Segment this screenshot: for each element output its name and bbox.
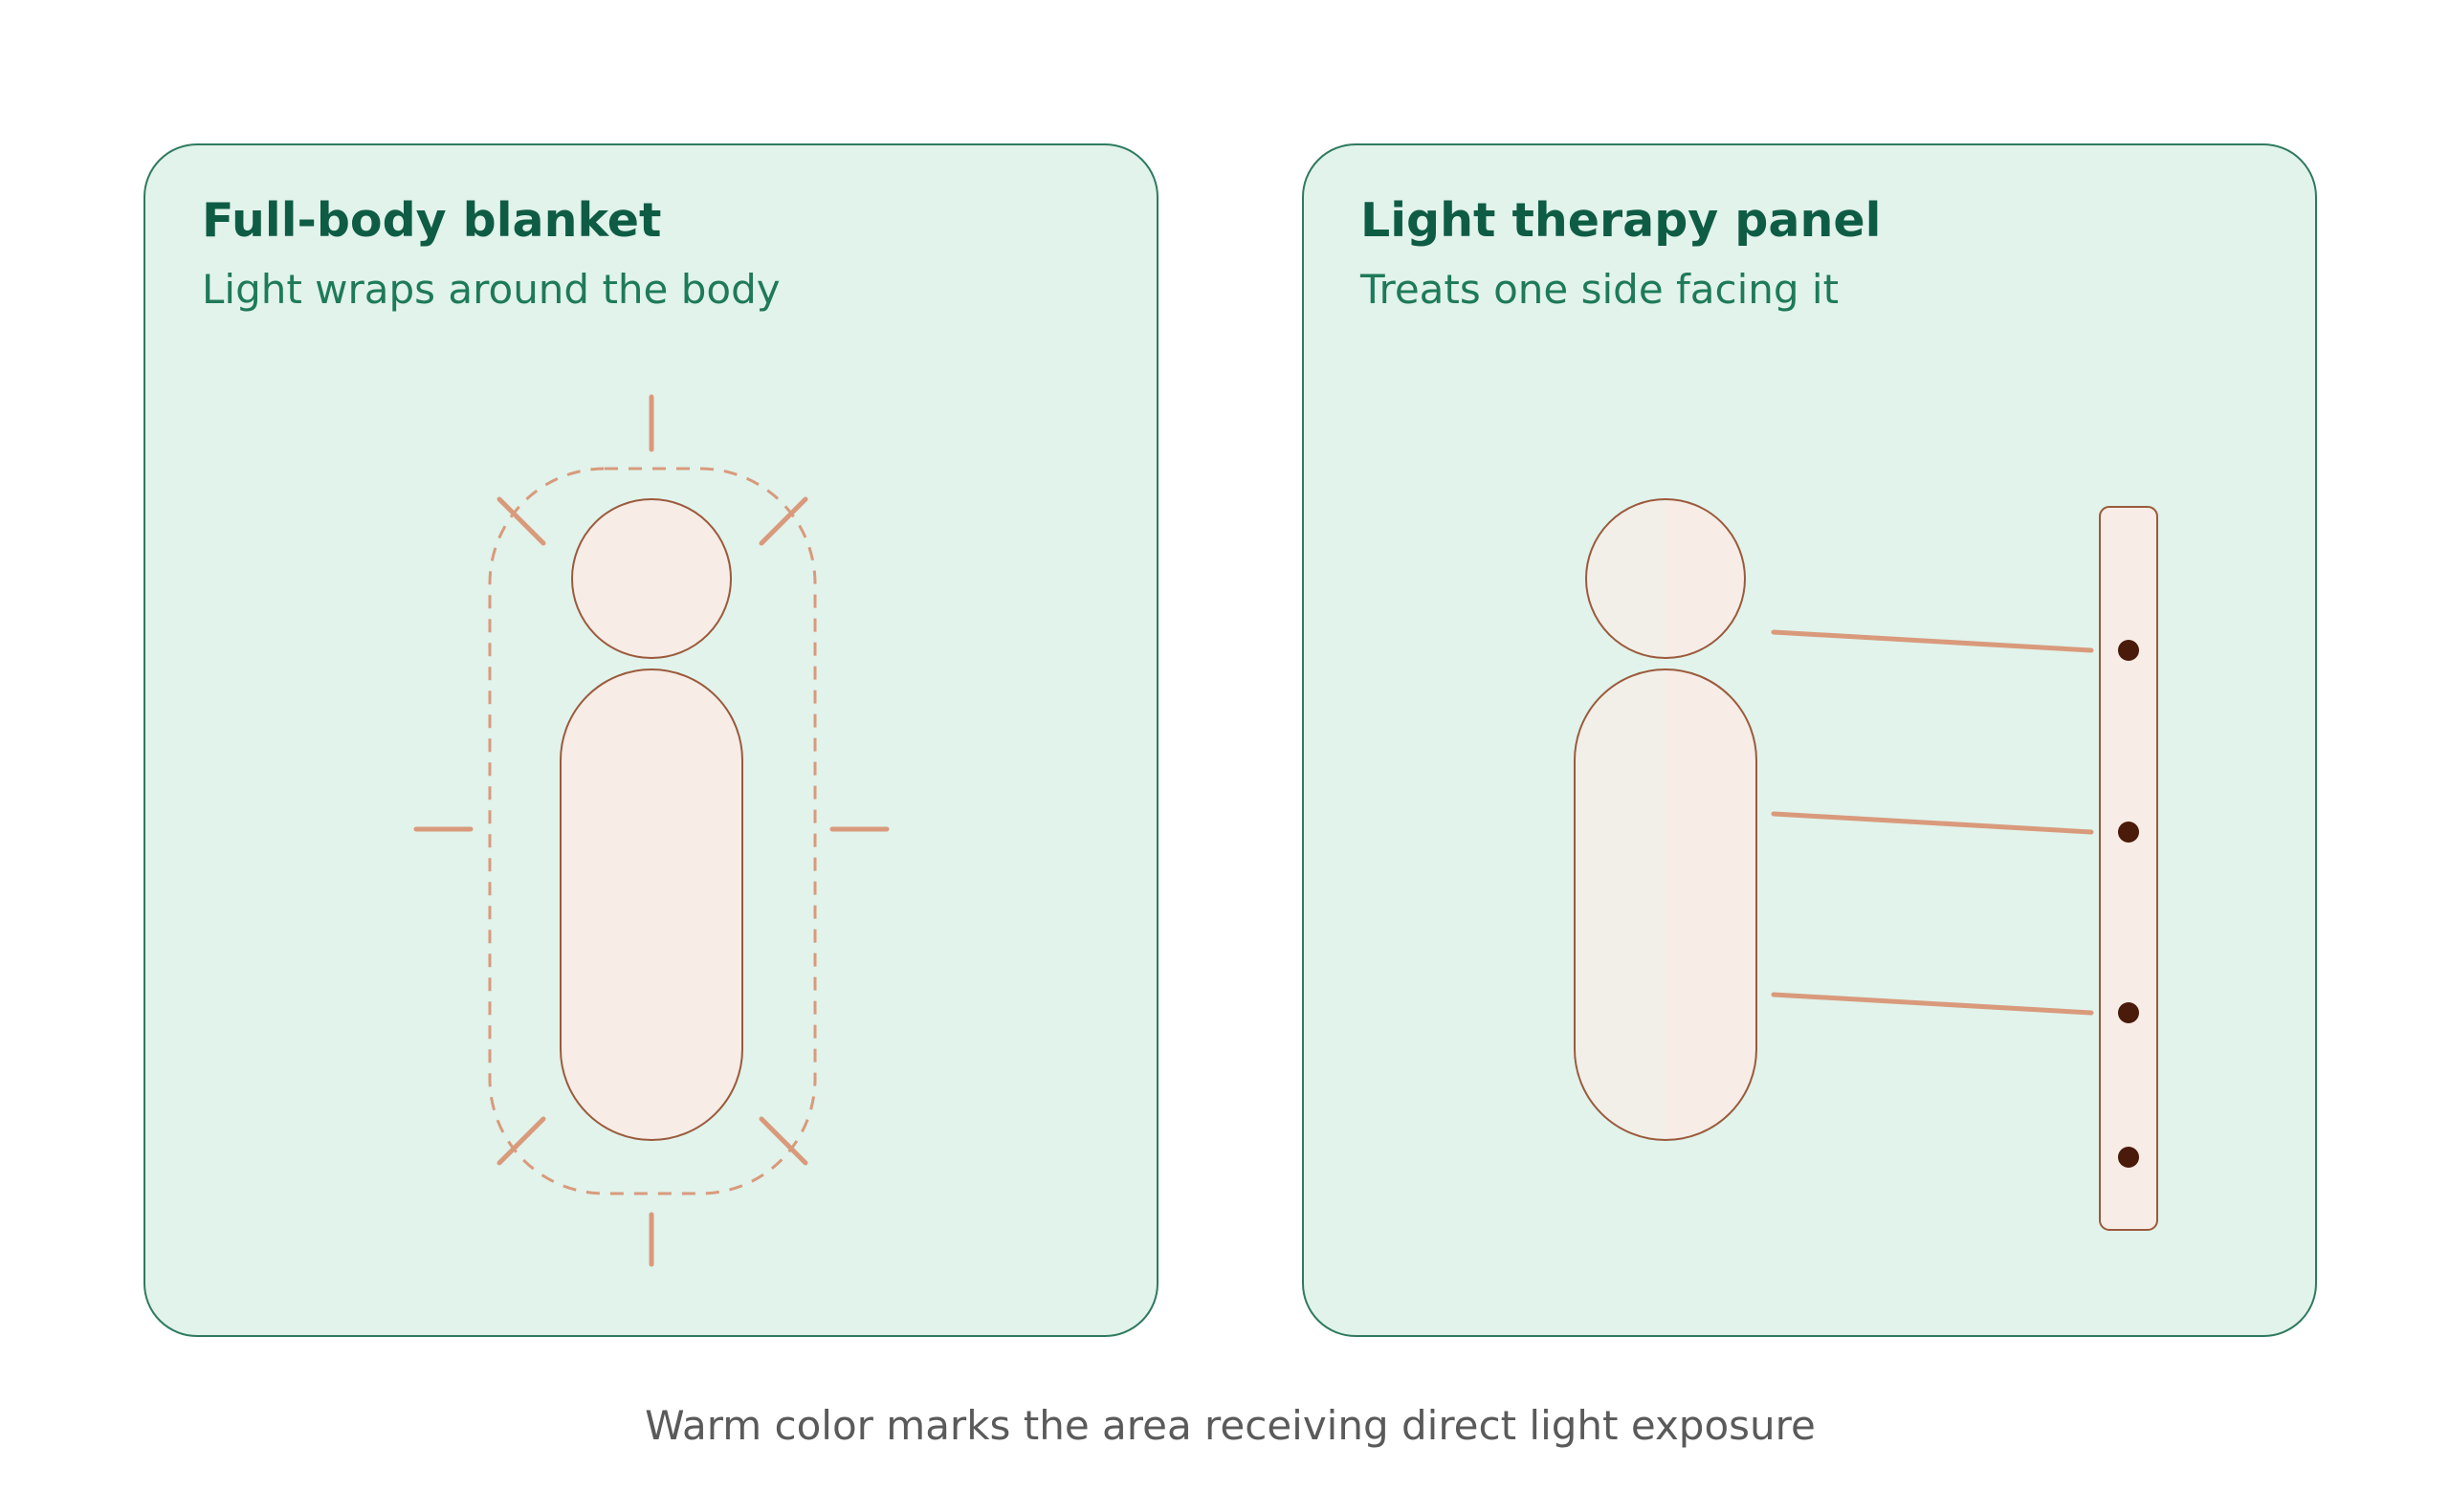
body-head [1585, 498, 1746, 659]
ray-upper [1771, 629, 2094, 653]
blanket-title: Full-body blanket [202, 193, 661, 248]
led-panel [2099, 506, 2158, 1231]
therapy-subtitle: Treats one side facing it [1359, 266, 1839, 313]
body-head [571, 498, 732, 659]
body-half-exposed [1574, 498, 1757, 1141]
blanket-subtitle: Light wraps around the body [202, 266, 781, 313]
tick-bottom-right [759, 1116, 808, 1166]
ray-middle [1771, 811, 2094, 835]
therapy-card [1302, 143, 2317, 1337]
light-rays [1771, 629, 2094, 1016]
diagram-caption: Warm color marks the area receiving dire… [645, 1402, 1816, 1449]
therapy-title: Light therapy panel [1360, 193, 1881, 248]
body-fully-exposed [560, 498, 743, 1141]
body-torso [560, 668, 743, 1141]
ray-lower [1771, 992, 2094, 1016]
panel-full-body-blanket: Full-body blanket Light wraps around the… [143, 143, 1158, 1337]
led-light-4 [2118, 1147, 2139, 1168]
tick-bottom-left [496, 1116, 546, 1166]
light-envelope-dashed [488, 467, 817, 1195]
tick-top-right [759, 496, 808, 546]
body-torso [1574, 668, 1757, 1141]
led-light-3 [2118, 1002, 2139, 1023]
panel-light-therapy: Light therapy panel Treats one side faci… [1302, 143, 2317, 1337]
led-panel-body [2099, 506, 2158, 1231]
light-ticks [413, 394, 890, 1267]
led-light-2 [2118, 822, 2139, 843]
led-light-1 [2118, 640, 2139, 661]
tick-top-left [496, 496, 546, 546]
